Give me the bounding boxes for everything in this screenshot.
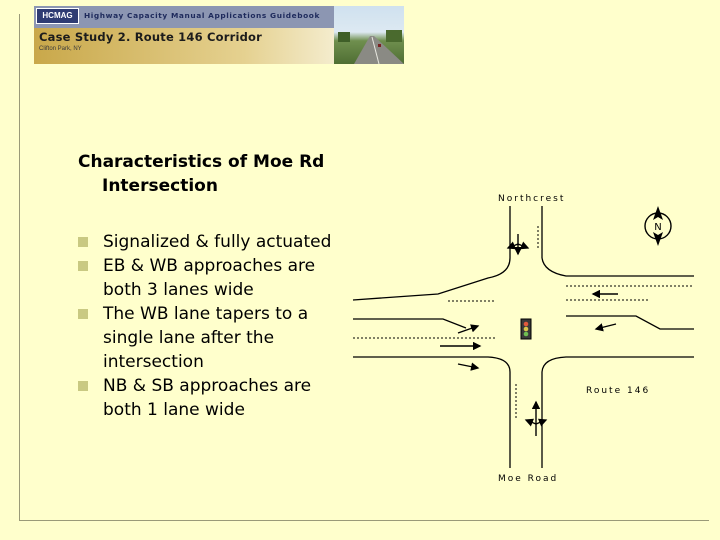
- signal-head-icon: [520, 318, 532, 340]
- bullet-text: both 1 lane wide: [103, 400, 245, 420]
- sb-left-arrow: [517, 241, 530, 250]
- banner-top-band: [34, 6, 334, 28]
- sw-curb: [353, 356, 511, 373]
- intersection-drawing: N: [352, 206, 694, 468]
- bullet-text: intersection: [103, 352, 204, 372]
- guidebook-title: Highway Capacity Manual Applications Gui…: [84, 11, 320, 20]
- bullet-text: NB & SB approaches are: [103, 376, 312, 396]
- northcrest-label: Northcrest: [498, 194, 566, 204]
- bullet-text: The WB lane tapers to a: [103, 304, 309, 324]
- bullet-marker: [78, 381, 88, 391]
- list-item: NB & SB approaches are both 1 lane wide: [78, 374, 348, 422]
- slide-title: Characteristics of Moe Rd Intersection: [78, 150, 368, 198]
- location-label: Clifton Park, NY: [39, 46, 82, 52]
- frame-left-rule: [19, 14, 20, 521]
- hcmag-logo: HCMAG: [36, 8, 79, 24]
- wb-left-arrow: [594, 323, 617, 332]
- list-item: Signalized & fully actuated: [78, 230, 348, 254]
- frame-bottom-rule: [19, 520, 709, 521]
- case-study-title: Case Study 2. Route 146 Corridor: [39, 30, 263, 44]
- bullet-text: both 3 lanes wide: [103, 280, 254, 300]
- moe-road-label: Moe Road: [498, 474, 559, 484]
- slide-title-line-1: Characteristics of Moe Rd: [78, 152, 325, 172]
- route-146-label: Route 146: [586, 386, 651, 396]
- bullet-marker: [78, 309, 88, 319]
- intersection-diagram: N Northcrest Route 146 Moe Road: [348, 186, 698, 486]
- bullet-text: single lane after the: [103, 328, 275, 348]
- eb-right-arrow: [457, 362, 480, 371]
- bullet-marker: [78, 237, 88, 247]
- east-median: [566, 315, 694, 330]
- sb-right-arrow: [506, 241, 519, 250]
- west-median: [353, 318, 467, 329]
- list-item: EB & WB approaches are both 3 lanes wide: [78, 254, 348, 302]
- bullet-list: Signalized & fully actuated EB & WB appr…: [78, 230, 348, 422]
- road-photo: [334, 6, 404, 64]
- banner-gold-band: [34, 28, 334, 64]
- eb-left-arrow: [457, 324, 480, 334]
- north-arrow-icon: N: [644, 206, 672, 246]
- ne-curb: [541, 257, 694, 277]
- list-item: The WB lane tapers to a single lane afte…: [78, 302, 348, 374]
- nb-left-arrow: [524, 418, 537, 427]
- nb-right-arrow: [535, 418, 548, 427]
- bullet-text: Signalized & fully actuated: [103, 232, 332, 252]
- slide-title-line-2: Intersection: [102, 176, 218, 196]
- nw-curb: [352, 257, 511, 301]
- north-letter: N: [654, 222, 661, 233]
- se-curb: [541, 356, 694, 373]
- bullet-marker: [78, 261, 88, 271]
- bullet-text: EB & WB approaches are: [103, 256, 316, 276]
- header-banner: HCMAG Highway Capacity Manual Applicatio…: [34, 6, 404, 64]
